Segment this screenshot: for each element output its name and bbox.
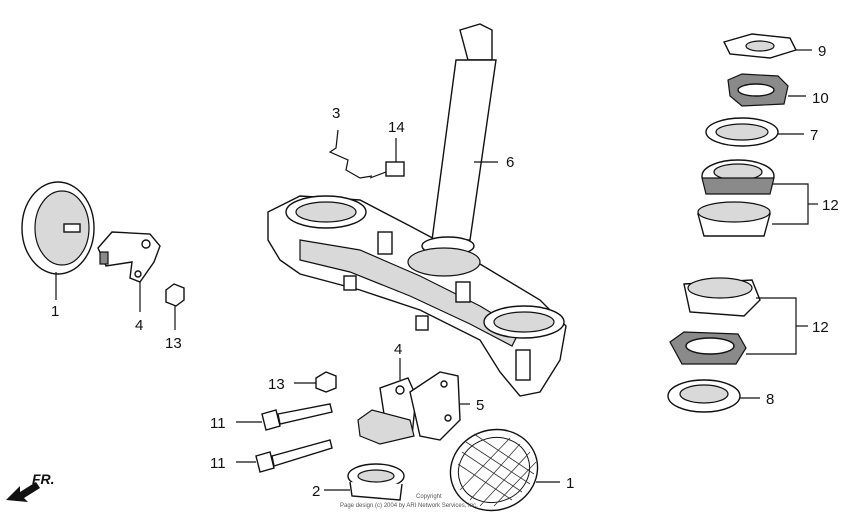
part-1-mesh-cover-right[interactable]: [439, 417, 549, 522]
part-12-upper-bearing[interactable]: [697, 159, 775, 237]
callout-5[interactable]: 5: [476, 397, 484, 414]
callout-3[interactable]: 3: [332, 105, 340, 122]
copyright-line-1: Copyright: [416, 494, 442, 500]
part-13-nut-left[interactable]: [165, 283, 185, 307]
front-direction-arrow-icon: [6, 482, 40, 502]
front-direction-label: FR.: [32, 471, 55, 487]
part-2-collar[interactable]: [347, 463, 405, 501]
part-10-castle-nut[interactable]: [727, 73, 789, 107]
callout-6[interactable]: 6: [506, 154, 514, 171]
part-1-cover-left[interactable]: [21, 181, 95, 275]
callout-11-bottom[interactable]: 11: [210, 455, 226, 472]
part-11-bolt-top[interactable]: [261, 403, 333, 431]
callout-8[interactable]: 8: [766, 391, 774, 408]
part-9-lock-washer[interactable]: [722, 33, 797, 59]
part-14-bolt[interactable]: [369, 161, 405, 179]
callout-13-left[interactable]: 13: [165, 335, 182, 352]
callout-11-top[interactable]: 11: [210, 415, 226, 432]
part-4-bracket-left[interactable]: [97, 231, 161, 283]
part-6-steering-stem[interactable]: [267, 23, 567, 397]
callout-4-bottom[interactable]: 4: [394, 341, 402, 358]
callout-9[interactable]: 9: [818, 43, 826, 60]
callout-10[interactable]: 10: [812, 90, 829, 107]
callout-13-bottom[interactable]: 13: [268, 376, 285, 393]
callout-12-top[interactable]: 12: [822, 197, 839, 214]
part-7-dust-seal[interactable]: [705, 117, 779, 147]
callout-1-right[interactable]: 1: [566, 475, 574, 492]
part-5-headlight-bracket[interactable]: [357, 371, 461, 445]
bracket-12-top: [772, 183, 809, 225]
part-12-lower-bearing[interactable]: [669, 277, 761, 365]
copyright-line-2: Page design (c) 2004 by ARI Network Serv…: [340, 503, 478, 509]
callout-1-left[interactable]: 1: [51, 303, 59, 320]
callout-7[interactable]: 7: [810, 127, 818, 144]
part-8-dust-seal-lower[interactable]: [667, 379, 741, 413]
part-3-wire-clip[interactable]: [328, 129, 373, 179]
part-13-nut-bottom[interactable]: [315, 371, 337, 393]
callout-4-left[interactable]: 4: [135, 317, 143, 334]
callout-2[interactable]: 2: [312, 483, 320, 500]
part-11-bolt-bottom[interactable]: [255, 439, 333, 473]
callout-14[interactable]: 14: [388, 119, 405, 136]
callout-12-bottom[interactable]: 12: [812, 319, 829, 336]
